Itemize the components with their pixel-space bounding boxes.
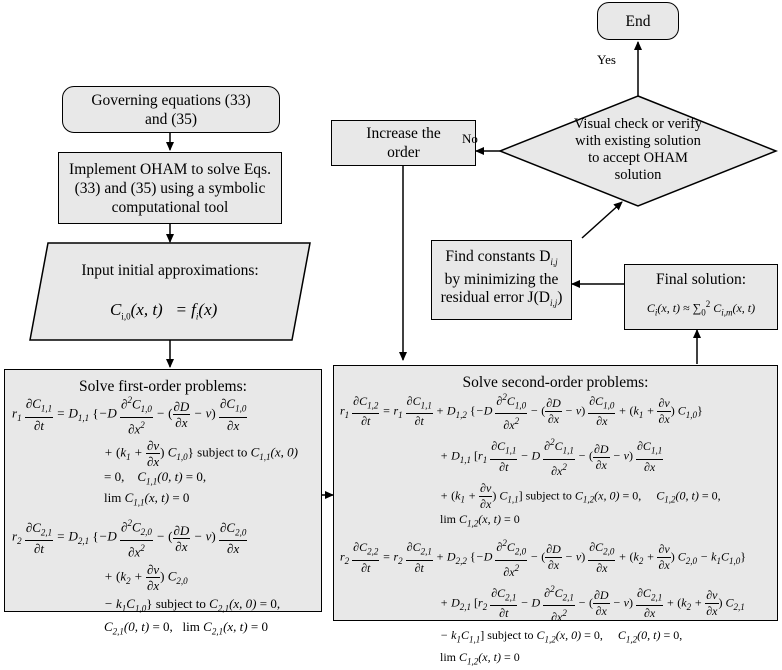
find-constants-box: Find constants Di,j by minimizing the re… (431, 240, 572, 320)
governing-equations-box: Governing equations (33) and (35) (62, 86, 280, 133)
flow-connectors (29, 41, 779, 499)
governing-equations-text: Governing equations (33) and (35) (91, 91, 251, 128)
find-constants-line3: residual error J(D (440, 289, 550, 306)
second-order-box: Solve second-order problems: (333, 365, 778, 621)
final-solution-title: Final solution: (656, 271, 746, 288)
final-solution-box: Final solution: Ci(x, t) ≈ ∑02 Ci,m(x, t… (624, 264, 778, 330)
implement-oham-text: Implement OHAM to solve Eqs. (33) and (3… (69, 160, 271, 216)
no-label: No (462, 131, 478, 146)
first-order-box: Solve first-order problems: (4, 369, 322, 612)
second-order-title: Solve second-order problems: (462, 374, 649, 391)
find-constants-line1: Find constants D (445, 247, 551, 265)
yes-label: Yes (597, 52, 616, 67)
first-order-equations: r1 ∂C1,1∂t = D1,1 {−D ∂2C1,0∂x2 − (∂D∂x … (12, 395, 298, 637)
end-text: End (625, 12, 651, 30)
first-order-title: Solve first-order problems: (79, 378, 247, 395)
final-solution-formula: Ci(x, t) ≈ ∑02 Ci,m(x, t) (646, 299, 756, 318)
input-formula: Ci,0(x, t) = fi(x) (110, 300, 218, 322)
implement-oham-box: Implement OHAM to solve Eqs. (33) and (3… (58, 152, 282, 224)
find-constants-line2: by minimizing the (444, 271, 559, 288)
increase-order-text: Increase the order (366, 125, 441, 161)
decision-diamond (497, 95, 779, 207)
end-box: End (597, 2, 679, 40)
arrow-find-to-decision (581, 201, 623, 239)
decision-text: Visual check or verify with existing sol… (573, 116, 703, 183)
second-order-equations: r1 ∂C1,2∂t = r1 ∂C1,1∂t + D1,2 {−D ∂2C1,… (340, 392, 746, 667)
increase-order-box: Increase the order (331, 120, 476, 166)
input-title: Input initial approximations: (81, 262, 259, 279)
input-parallelogram (29, 242, 311, 341)
